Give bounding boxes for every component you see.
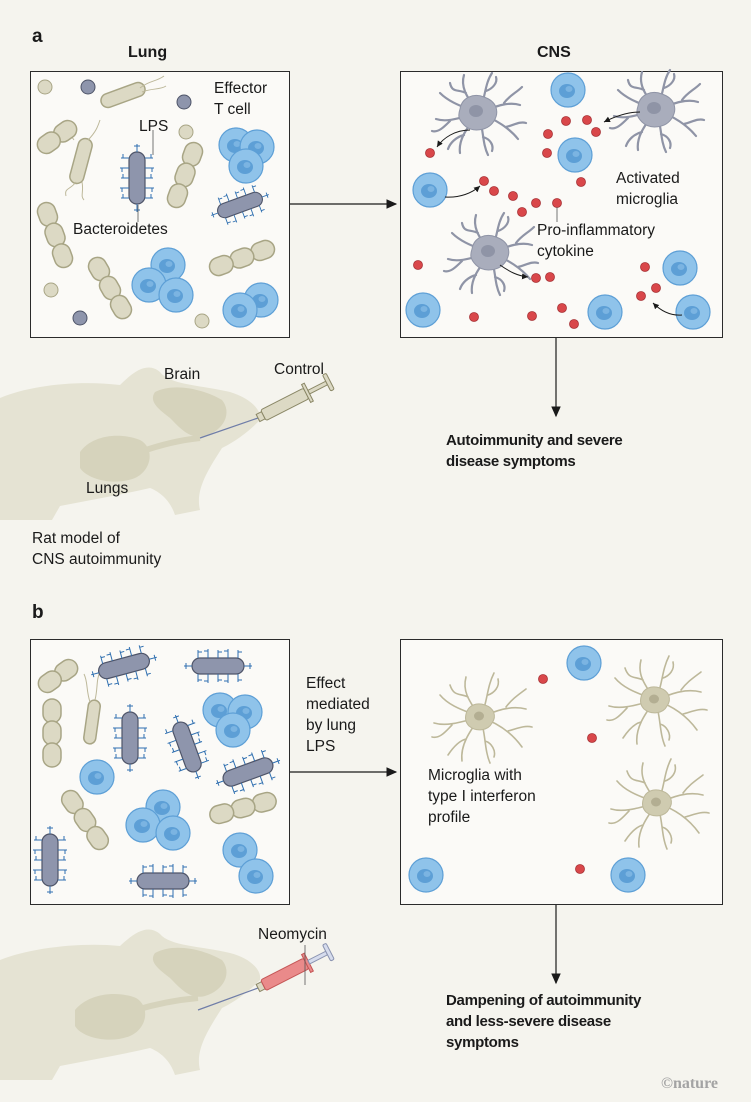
cytokine-label: Pro-inflammatory cytokine: [537, 222, 655, 260]
lung-title: Lung: [128, 44, 168, 61]
lungs-shape: [75, 994, 146, 1040]
lung-a-contents: [33, 75, 279, 329]
nature-credit: ©nature: [661, 1075, 718, 1092]
activated-microglia: [430, 71, 528, 157]
needle: [199, 417, 259, 439]
spore: [176, 94, 192, 110]
spore: [178, 124, 194, 140]
panel-a-letter: a: [32, 26, 43, 47]
resting-microglia: [606, 655, 708, 747]
panel-b-letter: b: [32, 602, 44, 623]
neomycin-syringe: [255, 943, 335, 993]
neomycin-label: Neomycin: [258, 926, 327, 943]
spore: [80, 79, 96, 95]
flagellated-bacterium: [100, 75, 167, 109]
control-syringe: [255, 373, 335, 423]
outcome-b: Dampening of autoimmunity and less-sever…: [446, 992, 642, 1051]
brain-shape: [152, 387, 227, 437]
flagellated-bacterium: [65, 119, 101, 201]
lung-b-contents: [32, 640, 287, 899]
lungs-label: Lungs: [86, 480, 129, 497]
bacteroidetes-label: Bacteroidetes: [73, 221, 168, 238]
microglia-ifn-label: Microglia with type I interferon profile: [428, 767, 536, 826]
activated-microglia: [608, 68, 706, 154]
cns-box-b: [400, 639, 723, 905]
resting-microglia: [431, 672, 533, 764]
activated-microglia: [442, 211, 540, 297]
effect-mediated-label: Effect mediated by lung LPS: [306, 675, 370, 755]
spore: [194, 313, 210, 329]
cns-a-contents: [405, 68, 711, 330]
trachea: [135, 995, 199, 1013]
flagellated-bacterium: [83, 671, 101, 745]
rat-b: [0, 929, 335, 1080]
control-label: Control: [274, 361, 324, 378]
rat-model-label: Rat model of CNS autoimmunity: [32, 530, 162, 568]
secretion-arrows: [436, 111, 683, 316]
spore: [37, 79, 53, 95]
resting-microglia: [608, 758, 710, 850]
effector-t-cell-label: Effector T cell: [214, 80, 268, 118]
spore: [72, 310, 88, 326]
rat-a: [0, 367, 335, 520]
outcome-a: Autoimmunity and severe disease symptoms: [446, 432, 623, 470]
needle: [197, 987, 259, 1011]
activated-microglia-label: Activated microglia: [616, 170, 680, 208]
brain-shape: [152, 947, 227, 997]
spore: [43, 282, 59, 298]
trachea: [139, 435, 201, 455]
lungs-shape: [80, 435, 150, 482]
cns-title: CNS: [537, 44, 571, 61]
lps-label: LPS: [139, 118, 169, 135]
brain-label: Brain: [164, 366, 201, 383]
